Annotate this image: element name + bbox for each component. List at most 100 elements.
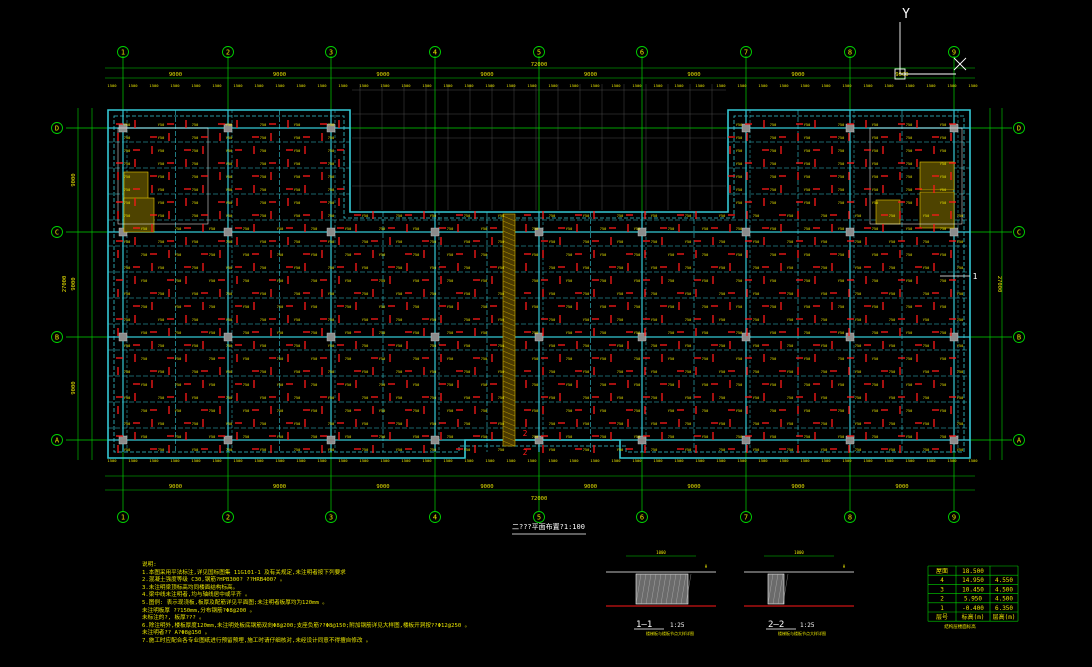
beam-label: 750 xyxy=(379,435,386,439)
axis-bubble-col xyxy=(325,511,337,523)
beam-label: 750 xyxy=(396,318,403,322)
dim-text-top: 9000 xyxy=(791,72,804,78)
axis-bubble-col xyxy=(117,46,129,58)
sub-dim-text: 1500 xyxy=(590,458,600,463)
beam-label: 750 xyxy=(770,409,777,413)
axis-label-col: 7 xyxy=(744,48,748,56)
beam-label: Y50 xyxy=(192,396,199,400)
beam-label: Y50 xyxy=(583,266,590,270)
sub-dim-text: 1500 xyxy=(947,83,957,88)
axis-label-col: 8 xyxy=(848,513,852,521)
beam-label: Y50 xyxy=(464,396,471,400)
sub-dim-text: 1500 xyxy=(359,458,369,463)
beam-label: 750 xyxy=(617,318,624,322)
beam-label: Y50 xyxy=(192,240,199,244)
joint-hatch xyxy=(502,405,516,412)
beam-label: Y50 xyxy=(396,344,403,348)
beam-label: 750 xyxy=(668,435,675,439)
dim-text-top: 9000 xyxy=(687,72,700,78)
table-cell: 3 xyxy=(940,586,944,593)
beam-label: Y50 xyxy=(549,344,556,348)
beam-label: 750 xyxy=(260,162,267,166)
sub-dim-text: 1500 xyxy=(716,458,726,463)
section-mark-label: 2 xyxy=(523,448,528,457)
beam-label: 750 xyxy=(770,253,777,257)
beam-label: 750 xyxy=(362,292,369,296)
beam-label: Y50 xyxy=(294,175,301,179)
beam-label: Y50 xyxy=(345,435,352,439)
sub-dim-text: 1500 xyxy=(968,458,978,463)
beam-label: 750 xyxy=(957,422,964,426)
beam-label: 750 xyxy=(311,331,318,335)
beam-label: Y50 xyxy=(940,201,947,205)
axis-label-col: 6 xyxy=(640,513,644,521)
beam-label: Y50 xyxy=(855,266,862,270)
beam-label: Y50 xyxy=(328,448,335,452)
joint-hatch xyxy=(502,325,516,332)
beam-label: Y50 xyxy=(226,201,233,205)
beam-label: Y50 xyxy=(549,240,556,244)
beam-label: Y50 xyxy=(906,435,913,439)
beam-label: Y50 xyxy=(872,201,879,205)
sub-dim-text: 1500 xyxy=(170,458,180,463)
beam-label: Y50 xyxy=(889,448,896,452)
beam-label: Y50 xyxy=(838,435,845,439)
beam-label: 750 xyxy=(226,344,233,348)
sub-dim-text: 1500 xyxy=(653,83,663,88)
beam-label: Y50 xyxy=(430,370,437,374)
sub-dim-text: 1500 xyxy=(905,458,915,463)
beam-label: 750 xyxy=(804,383,811,387)
beam-label: Y50 xyxy=(566,383,573,387)
beam-label: Y50 xyxy=(804,149,811,153)
axis-label-col: 3 xyxy=(329,48,333,56)
beam-label: 750 xyxy=(464,370,471,374)
beam-label: 750 xyxy=(447,435,454,439)
beam-label: 750 xyxy=(600,279,607,283)
notes-heading: 说明: xyxy=(142,562,157,568)
sub-dim-text: 1500 xyxy=(863,458,873,463)
beam-label: Y50 xyxy=(294,370,301,374)
beam-label: 750 xyxy=(124,318,131,322)
section-hatch xyxy=(660,573,667,605)
beam-label: Y50 xyxy=(379,409,386,413)
beam-label: Y50 xyxy=(923,370,930,374)
joint-hatch xyxy=(502,295,516,302)
axis-label-col: 4 xyxy=(433,513,437,521)
beam-label: 750 xyxy=(549,422,556,426)
beam-label: 750 xyxy=(855,396,862,400)
beam-label: 750 xyxy=(141,409,148,413)
beam-label: Y50 xyxy=(668,409,675,413)
sub-dim-text: 1500 xyxy=(233,83,243,88)
beam-label: 750 xyxy=(192,188,199,192)
beam-label: 750 xyxy=(651,240,658,244)
sub-dim-text: 1500 xyxy=(569,458,579,463)
sub-dim-text: 1500 xyxy=(695,83,705,88)
section-hatch xyxy=(670,573,677,605)
beam-label: Y50 xyxy=(634,331,641,335)
beam-label: Y50 xyxy=(294,201,301,205)
beam-label: Y50 xyxy=(583,370,590,374)
beam-label: 750 xyxy=(311,279,318,283)
beam-label: Y50 xyxy=(243,409,250,413)
beam-label: Y50 xyxy=(957,240,964,244)
beam-label: 750 xyxy=(158,448,165,452)
dim-text-bottom: 9000 xyxy=(273,484,286,490)
ucs-origin-box xyxy=(894,68,906,80)
beam-label: Y50 xyxy=(260,292,267,296)
beam-label: 750 xyxy=(668,279,675,283)
beam-label: 750 xyxy=(906,175,913,179)
table-cell: 6.350 xyxy=(995,605,1013,612)
beam-label: 750 xyxy=(906,123,913,127)
beam-label: 750 xyxy=(821,370,828,374)
beam-label: 750 xyxy=(719,292,726,296)
beam-label: Y50 xyxy=(821,396,828,400)
beam-label: 750 xyxy=(787,448,794,452)
beam-label: 750 xyxy=(430,240,437,244)
beam-label: 750 xyxy=(362,448,369,452)
beam-label: Y50 xyxy=(957,292,964,296)
beam-label: 750 xyxy=(583,448,590,452)
beam-label: 750 xyxy=(872,383,879,387)
beam-label: 750 xyxy=(481,253,488,257)
